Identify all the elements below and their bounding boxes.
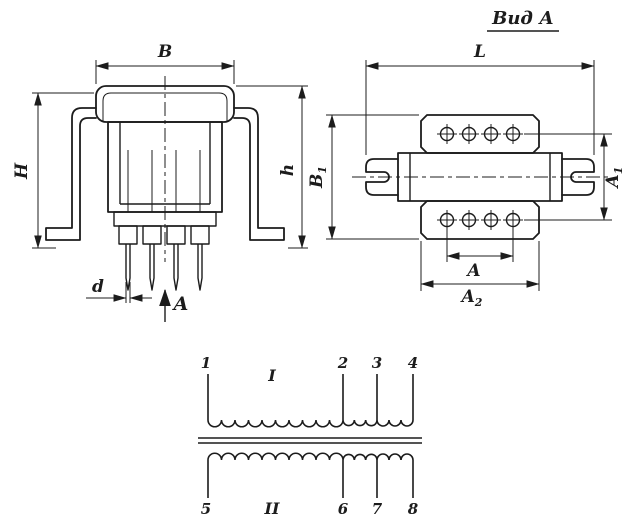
dim-A1-extension-lines bbox=[524, 133, 612, 221]
core-window bbox=[119, 122, 211, 205]
terminal-label-4: 4 bbox=[408, 354, 418, 372]
pin-hole-crosshair bbox=[481, 124, 501, 144]
dimension-A1: A1 bbox=[524, 133, 625, 221]
dimension-H: H bbox=[12, 92, 94, 249]
pin-hole-crosshair bbox=[459, 210, 479, 230]
winding-secondary bbox=[207, 452, 414, 498]
dim-B1-extension-lines bbox=[326, 114, 419, 240]
pin-base bbox=[142, 225, 162, 245]
terminal-label-1: 1 bbox=[201, 354, 211, 372]
primary-coil bbox=[207, 419, 414, 428]
terminal-label-5: 5 bbox=[201, 500, 211, 518]
terminal-label-7: 7 bbox=[372, 500, 383, 518]
body-flange-edges bbox=[409, 153, 551, 201]
pin bbox=[197, 244, 203, 291]
dim-B-label: B bbox=[157, 42, 172, 62]
dim-B1-base: B bbox=[307, 174, 327, 189]
pin-plate-top bbox=[420, 114, 540, 154]
pin bbox=[149, 244, 155, 291]
dimension-A2: A2 bbox=[420, 241, 540, 309]
dim-A-label: A bbox=[465, 261, 480, 281]
dim-A2-base: A bbox=[460, 287, 475, 307]
dim-A1-label: A1 bbox=[603, 167, 625, 190]
terminal-label-3: 3 bbox=[372, 354, 382, 372]
pin-plate-bottom bbox=[420, 200, 540, 240]
dimension-A: A bbox=[446, 229, 514, 281]
dimension-h: h bbox=[236, 85, 308, 249]
pin-hole-crosshair bbox=[437, 124, 457, 144]
secondary-leads bbox=[207, 460, 414, 498]
winding-primary-label: I bbox=[267, 366, 276, 385]
dim-A-extension-lines bbox=[446, 229, 514, 262]
dim-d-label: d bbox=[92, 277, 104, 297]
dim-L-extension-lines bbox=[365, 60, 595, 155]
pin-bases bbox=[118, 225, 210, 245]
pin-base bbox=[118, 225, 138, 245]
dim-H-label: H bbox=[12, 162, 32, 180]
dim-A2-label: A2 bbox=[460, 287, 483, 309]
bobbin-top-cap-inner-contour bbox=[102, 92, 228, 122]
dimension-B1: B1 bbox=[307, 114, 419, 240]
dim-A1-subscript: 1 bbox=[612, 167, 625, 175]
winding-schematic: 1 2 3 4 5 6 7 8 I II bbox=[198, 354, 422, 518]
winding-primary bbox=[207, 374, 414, 428]
pin-hole-crosshair bbox=[437, 210, 457, 230]
mounting-bracket-right bbox=[233, 107, 285, 241]
dim-A1-base: A bbox=[603, 174, 623, 189]
dimension-d: d bbox=[86, 277, 152, 303]
dimension-B: B bbox=[95, 42, 235, 84]
pin-holes-bottom-row bbox=[437, 210, 523, 230]
pin-hole-crosshair bbox=[459, 124, 479, 144]
secondary-coil bbox=[207, 452, 414, 461]
pin-hole-crosshair bbox=[503, 124, 523, 144]
terminal-label-8: 8 bbox=[408, 500, 419, 518]
terminal-label-6: 6 bbox=[338, 500, 349, 518]
pin-base bbox=[166, 225, 186, 245]
pin-hole-crosshair bbox=[481, 210, 501, 230]
pin-holes-top-row bbox=[437, 124, 523, 144]
mounting-bracket-left bbox=[45, 107, 97, 241]
mounting-ear-right bbox=[561, 158, 595, 196]
view-title-label: Вид А bbox=[491, 8, 554, 29]
terminal-label-2: 2 bbox=[337, 354, 348, 372]
pin bbox=[125, 244, 131, 291]
primary-leads bbox=[207, 374, 414, 420]
top-view: Вид А bbox=[307, 8, 625, 309]
view-direction-label: А bbox=[171, 293, 188, 315]
pins bbox=[125, 244, 203, 291]
dimension-L: L bbox=[365, 42, 595, 155]
winding-secondary-label: II bbox=[264, 499, 280, 518]
pin-hole-crosshair bbox=[503, 210, 523, 230]
dim-L-label: L bbox=[473, 42, 486, 62]
bobbin-base-flange bbox=[113, 211, 217, 227]
pin-base bbox=[190, 225, 210, 245]
mounting-ear-left bbox=[365, 158, 399, 196]
front-view: B H h d А bbox=[12, 42, 308, 322]
dim-h-label: h bbox=[278, 164, 298, 176]
pin bbox=[173, 244, 179, 291]
lead-wires bbox=[127, 150, 201, 212]
core-lines bbox=[198, 437, 422, 444]
dim-B1-subscript: 1 bbox=[316, 166, 329, 174]
view-direction-arrow: А bbox=[159, 288, 189, 322]
dim-H-extension-lines bbox=[32, 92, 94, 249]
dim-B1-label: B1 bbox=[307, 166, 329, 189]
dim-A2-subscript: 2 bbox=[474, 296, 483, 309]
view-title: Вид А bbox=[487, 8, 559, 32]
